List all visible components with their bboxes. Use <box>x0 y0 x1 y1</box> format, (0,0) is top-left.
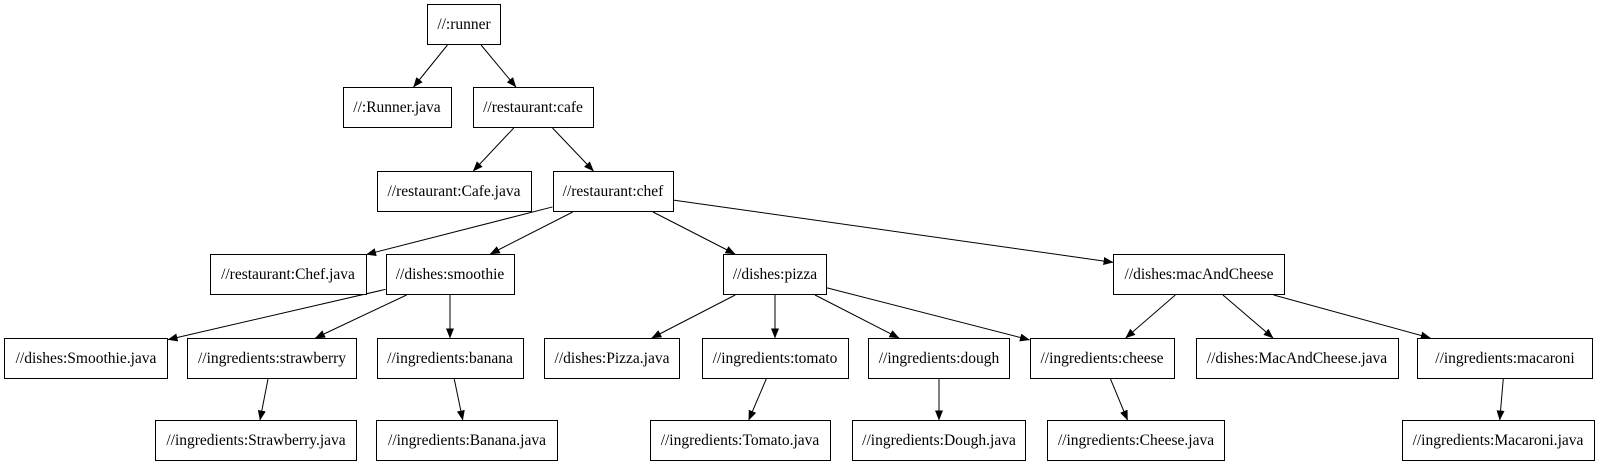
graph-node-tomato-java: //ingredients:Tomato.java <box>649 420 831 461</box>
graph-node-cafe: //restaurant:cafe <box>472 87 594 128</box>
edge-pizza-to-cheese <box>826 287 1030 342</box>
graph-node-pizza: //dishes:pizza <box>723 254 827 295</box>
graph-node-label: //dishes:Smoothie.java <box>15 349 157 367</box>
graph-node-macaroni-java: //ingredients:Macaroni.java <box>1401 420 1595 461</box>
graph-node-label: //restaurant:Chef.java <box>221 265 355 283</box>
edge-pizza-to-dough <box>814 294 900 339</box>
edge-cafe-to-cafe-java <box>472 127 515 172</box>
graph-node-label: //ingredients:tomato <box>712 349 838 367</box>
graph-node-label: //dishes:MacAndCheese.java <box>1206 349 1388 367</box>
graph-node-label: //ingredients:macaroni <box>1435 349 1575 367</box>
graph-node-runner: //:runner <box>427 4 501 45</box>
graph-node-chef-java: //restaurant:Chef.java <box>209 254 367 295</box>
graph-node-macandcheese: //dishes:macAndCheese <box>1113 254 1285 295</box>
graph-node-chef: //restaurant:chef <box>552 171 674 212</box>
edge-macandcheese-to-macaroni <box>1273 294 1431 340</box>
edge-strawberry-to-strawberry-java <box>257 378 269 421</box>
edge-macandcheese-to-cheese <box>1125 294 1176 339</box>
graph-node-macaroni: //ingredients:macaroni <box>1417 338 1593 379</box>
graph-node-label: //restaurant:cafe <box>483 98 583 116</box>
graph-node-label: //dishes:smoothie <box>395 265 505 283</box>
graph-node-pizza-java: //dishes:Pizza.java <box>544 338 680 379</box>
graph-node-label: //restaurant:chef <box>562 182 664 200</box>
edge-tomato-to-tomato-java <box>748 378 767 421</box>
graph-node-cheese-java: //ingredients:Cheese.java <box>1047 420 1225 461</box>
edge-banana-to-banana-java <box>453 378 465 421</box>
edge-chef-to-smoothie <box>489 211 573 255</box>
graph-node-label: //ingredients:Strawberry.java <box>166 431 346 449</box>
graph-node-dough-java: //ingredients:Dough.java <box>852 420 1026 461</box>
edge-runner-to-cafe <box>480 44 517 88</box>
graph-node-label: //ingredients:dough <box>878 349 1000 367</box>
graph-node-label: //:runner <box>437 15 491 33</box>
edge-smoothie-to-smoothie-java <box>167 288 386 342</box>
graph-node-label: //ingredients:banana <box>387 349 513 367</box>
graph-node-label: //dishes:pizza <box>732 265 818 283</box>
graph-node-label: //ingredients:Cheese.java <box>1057 431 1215 449</box>
edge-cafe-to-chef <box>552 127 594 172</box>
edge-runner-to-runner-java <box>413 44 448 88</box>
graph-node-strawberry-java: //ingredients:Strawberry.java <box>155 420 357 461</box>
edge-smoothie-to-strawberry <box>314 294 407 339</box>
graph-node-label: //ingredients:Banana.java <box>388 431 546 449</box>
edge-cheese-to-cheese-java <box>1110 378 1128 421</box>
graph-node-dough: //ingredients:dough <box>868 338 1010 379</box>
edge-chef-to-chef-java <box>366 206 553 256</box>
graph-node-runner-java: //:Runner.java <box>342 87 452 128</box>
graph-node-banana: //ingredients:banana <box>376 338 524 379</box>
graph-node-label: //ingredients:Tomato.java <box>660 431 820 449</box>
graph-node-smoothie: //dishes:smoothie <box>385 254 515 295</box>
graph-node-label: //restaurant:Cafe.java <box>387 182 521 200</box>
graph-node-label: //:Runner.java <box>353 98 441 116</box>
graph-node-label: //dishes:Pizza.java <box>554 349 670 367</box>
graph-node-cafe-java: //restaurant:Cafe.java <box>376 171 532 212</box>
graph-node-label: //ingredients:cheese <box>1040 349 1164 367</box>
graph-node-strawberry: //ingredients:strawberry <box>187 338 357 379</box>
graph-node-label: //ingredients:Dough.java <box>862 431 1016 449</box>
graph-node-banana-java: //ingredients:Banana.java <box>376 420 558 461</box>
edge-chef-to-pizza <box>652 211 736 255</box>
edge-pizza-to-pizza-java <box>651 294 736 339</box>
graph-node-cheese: //ingredients:cheese <box>1029 338 1175 379</box>
graph-node-macandcheese-java: //dishes:MacAndCheese.java <box>1195 338 1399 379</box>
graph-node-label: //dishes:macAndCheese <box>1124 265 1274 283</box>
graph-node-tomato: //ingredients:tomato <box>701 338 849 379</box>
graph-node-label: //ingredients:Macaroni.java <box>1412 431 1584 449</box>
graph-node-label: //ingredients:strawberry <box>197 349 347 367</box>
graph-node-smoothie-java: //dishes:Smoothie.java <box>4 338 168 379</box>
edge-macaroni-to-macaroni-java <box>1496 378 1505 421</box>
edge-macandcheese-to-macandcheese-java <box>1222 294 1274 339</box>
edge-chef-to-macandcheese <box>673 199 1114 265</box>
